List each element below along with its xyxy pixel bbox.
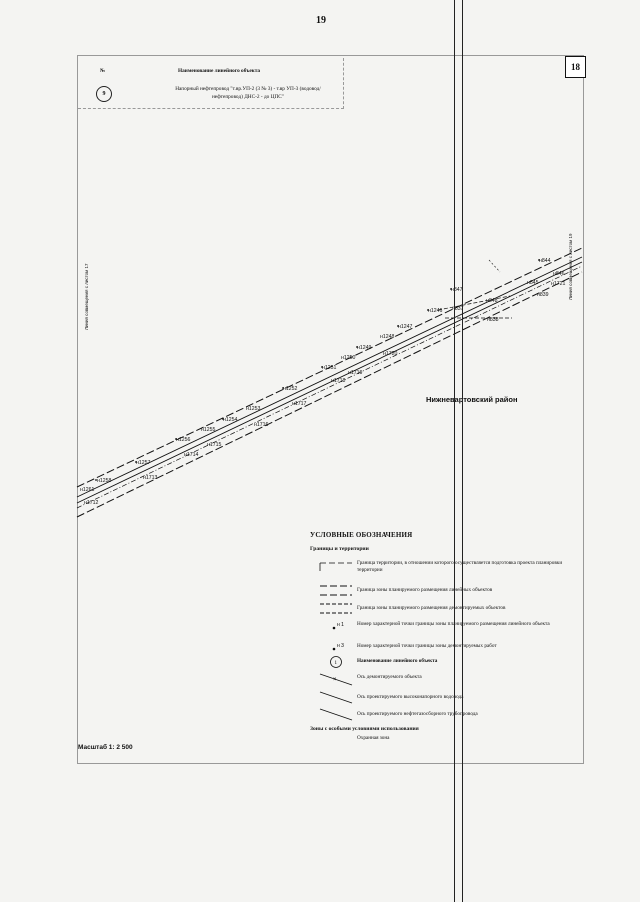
point-label: н1246	[428, 308, 443, 314]
legend-foot-title: Зоны с особыми условиями использования	[310, 726, 419, 732]
svg-text:×: ×	[333, 677, 337, 683]
legend-item-dismantle-axis: × Ось демонтируемого объекта	[310, 672, 582, 688]
zone-boundary-lower	[76, 271, 583, 518]
point-label: н1713	[143, 475, 158, 481]
point-label: н1718	[331, 378, 346, 384]
point-label: н847	[451, 287, 463, 293]
point-label: н1247	[398, 324, 413, 330]
legend-subtitle: Границы и территории	[310, 546, 369, 552]
legend-item-oil-axis: Ось проектируемого нефтегазосборного тру…	[310, 707, 582, 723]
point-label: н844	[539, 258, 551, 264]
point-label: н837	[452, 306, 464, 312]
object-name-symbol: 1	[330, 656, 342, 668]
sheet-frame	[77, 55, 584, 764]
point-label: н1257	[136, 460, 151, 466]
title-table-no-header: №	[100, 68, 106, 74]
point-label: н1714	[184, 452, 199, 458]
water-pipeline-axis-symbol	[319, 691, 353, 704]
point-label: н1261	[80, 487, 95, 493]
point-label: н1249	[357, 345, 372, 351]
point-label: н1255	[201, 427, 216, 433]
pipeline-axis-1	[76, 256, 583, 498]
point-label: н1253	[246, 406, 261, 412]
legend-item-territory: Граница территории, в отношении которого…	[310, 559, 582, 575]
title-table-name-header: Наименование линейного объекта	[178, 68, 261, 74]
point-label: н846	[553, 271, 565, 277]
sheet-number: 18	[565, 56, 586, 78]
pipeline-axis-2	[76, 261, 583, 504]
dismantle-zone-symbol	[320, 603, 352, 614]
match-line-right: Линия совмещения с листом 19	[568, 233, 573, 301]
legend-item-point-planned: н 1 Номер характерной точки границы зоны…	[310, 620, 582, 636]
legend-item-point-dismantle: н 3 Номер характерной точки границы зоны…	[310, 641, 582, 657]
zone-boundary-upper	[76, 247, 583, 488]
small-corridor-upper	[437, 295, 511, 311]
legend: УСЛОВНЫЕ ОБОЗНАЧЕНИЯ Границы и территори…	[310, 527, 582, 741]
page-number: 19	[316, 15, 326, 26]
dismantle-axis	[76, 265, 583, 509]
point-label: н1720	[383, 351, 398, 357]
legend-item-object-name: 1 Наименование линейного объекта	[310, 655, 582, 671]
connector-line	[488, 259, 501, 273]
district-label: Нижневартовский район	[426, 395, 518, 404]
point-label: н1256	[176, 437, 191, 443]
point-label: н1252	[283, 386, 298, 392]
point-label: н848	[486, 298, 498, 304]
point-dismantle-symbol: н 3	[332, 643, 344, 651]
legend-item-protection-zone: Охранная зона	[357, 735, 390, 741]
scale-label: Масштаб 1: 2 500	[78, 744, 133, 751]
point-label: н838	[487, 317, 499, 323]
oil-pipeline-axis-symbol	[319, 708, 353, 721]
point-labels: н1258 н1261 н1712 н1257 н1713 н1256 н171…	[80, 258, 566, 506]
legend-item-water-axis: Ось проектируемого высоконапорного водов…	[310, 690, 582, 706]
point-label: н1251	[322, 365, 337, 371]
point-label: н1258	[97, 478, 112, 484]
point-label: н1248	[380, 334, 395, 340]
svg-text:1: 1	[335, 661, 338, 666]
svg-text:н 1: н 1	[337, 622, 344, 628]
point-label: н1712	[84, 500, 99, 506]
legend-item-dismantle-zone: Граница зоны планируемого размещения дем…	[310, 601, 582, 617]
object-name: Напорный нефтепровод "т.вр.УП-2 (3 № 3) …	[175, 86, 321, 100]
point-label: н1721	[551, 281, 566, 287]
point-label: н845	[527, 280, 539, 286]
svg-text:н 3: н 3	[337, 643, 344, 649]
point-planned-symbol: н 1	[332, 622, 344, 630]
title-table: № Наименование линейного объекта 9 Напор…	[78, 58, 344, 109]
scan-artifact-line	[454, 0, 455, 902]
territory-boundary-symbol	[319, 562, 352, 571]
point-label: н839	[537, 292, 549, 298]
object-number-circle: 9	[96, 86, 112, 102]
match-line-left: Линия совмещения с листом 17	[84, 263, 89, 331]
point-label: н1719	[348, 370, 363, 376]
planned-zone-symbol	[320, 585, 352, 596]
point-label: н1717	[292, 401, 307, 407]
point-label: н1254	[223, 417, 238, 423]
legend-item-planned-zone: Граница зоны планируемого размещения лин…	[310, 583, 582, 599]
point-markers	[95, 259, 540, 481]
point-label: н1716	[254, 422, 269, 428]
point-label: н1250	[341, 355, 356, 361]
legend-title: УСЛОВНЫЕ ОБОЗНАЧЕНИЯ	[310, 531, 413, 539]
dismantle-axis-symbol: ×	[319, 673, 353, 686]
scan-artifact-line	[462, 0, 463, 902]
point-label: н1715	[207, 442, 222, 448]
